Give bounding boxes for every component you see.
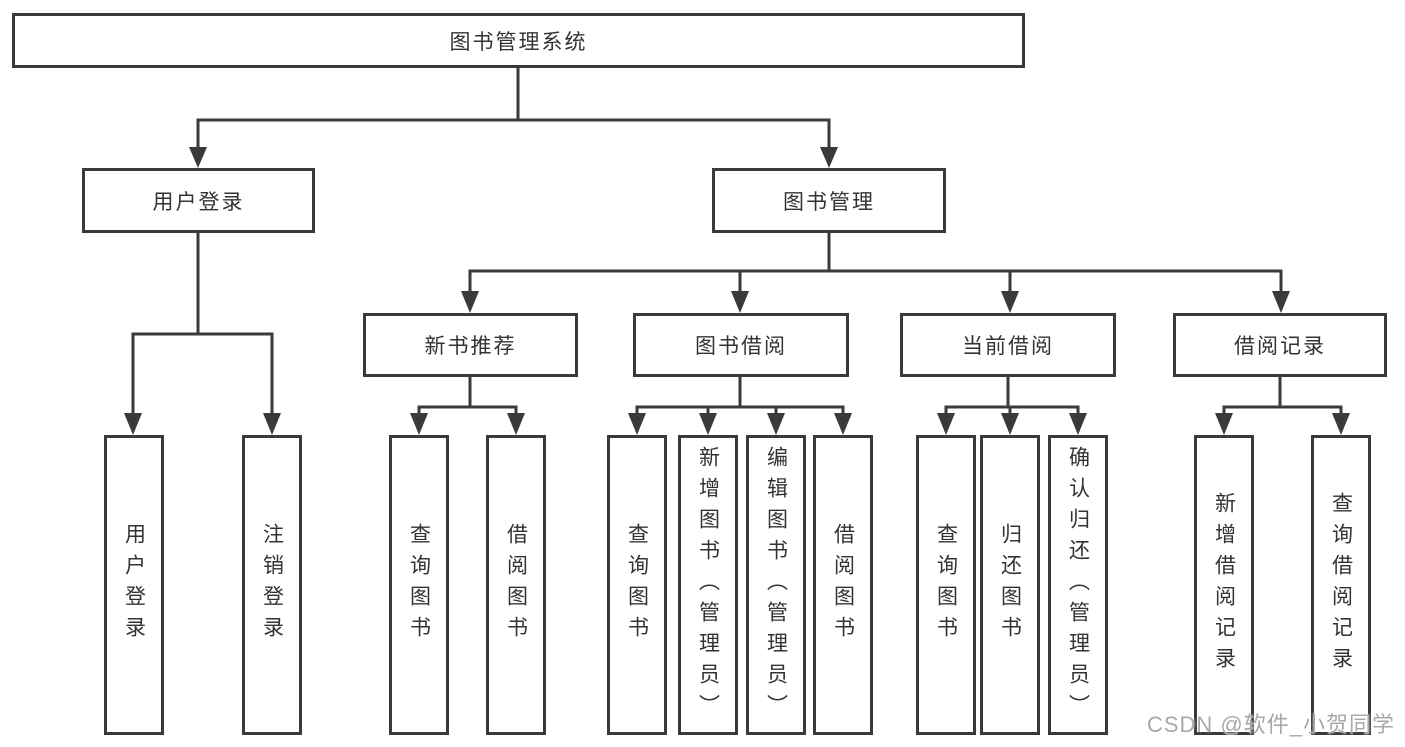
leaf-add-books-admin: 新增图书（管理员） [678,435,738,735]
node-label: 查询图书 [407,523,431,647]
node-label: 注销登录 [260,523,284,647]
node-label: 新书推荐 [424,335,517,358]
node-label: 借阅图书 [504,523,528,647]
node-label: 图书管理系统 [449,30,588,54]
node-label: 当前借阅 [962,335,1054,358]
node-label: 查询图书 [625,523,649,647]
node-label: 查询图书 [934,523,958,647]
node-label: 用户登录 [122,523,146,647]
leaf-query-books-current: 查询图书 [916,435,976,735]
node-label: 编辑图书（管理员） [764,445,788,725]
leaf-confirm-return-admin: 确认归还（管理员） [1048,435,1108,735]
node-label: 借阅图书 [831,523,855,647]
leaf-borrow-books: 借阅图书 [813,435,873,735]
node-label: 归还图书 [998,523,1022,647]
leaf-query-books-borrow: 查询图书 [607,435,667,735]
leaf-user-login: 用户登录 [104,435,164,735]
node-new-book-recommend: 新书推荐 [363,313,578,377]
node-current-borrow: 当前借阅 [900,313,1116,377]
node-borrow-records: 借阅记录 [1173,313,1387,377]
node-label: 新增借阅记录 [1212,492,1236,678]
node-user-login: 用户登录 [82,168,315,233]
node-book-borrow: 图书借阅 [633,313,849,377]
node-library-management-system: 图书管理系统 [12,13,1025,68]
node-label: 图书管理 [783,190,875,214]
node-label: 查询借阅记录 [1329,492,1353,678]
leaf-borrow-books-recommend: 借阅图书 [486,435,546,735]
leaf-edit-books-admin: 编辑图书（管理员） [746,435,806,735]
node-label: 新增图书（管理员） [696,445,720,725]
leaf-query-borrow-record: 查询借阅记录 [1311,435,1371,735]
leaf-logout: 注销登录 [242,435,302,735]
leaf-query-books-recommend: 查询图书 [389,435,449,735]
leaf-return-books: 归还图书 [980,435,1040,735]
node-label: 用户登录 [152,190,245,214]
node-label: 图书借阅 [695,335,787,358]
node-label: 借阅记录 [1234,335,1326,358]
node-book-management: 图书管理 [712,168,946,233]
leaf-add-borrow-record: 新增借阅记录 [1194,435,1254,735]
node-label: 确认归还（管理员） [1066,445,1090,725]
